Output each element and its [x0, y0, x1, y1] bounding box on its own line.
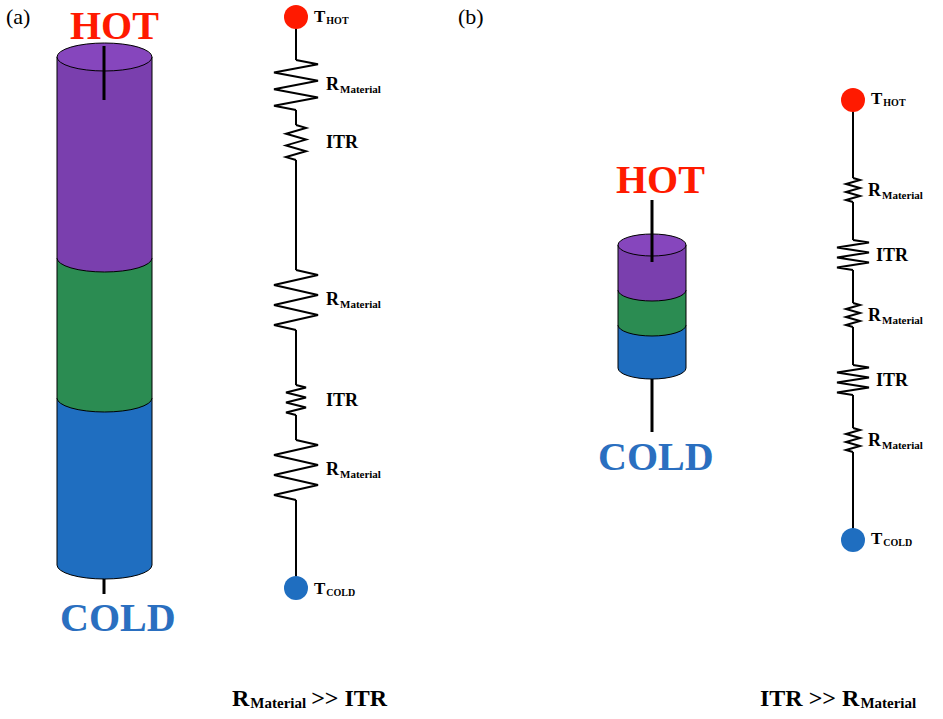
- node-symbol: T: [314, 580, 325, 597]
- wire: [852, 270, 854, 303]
- subscript: Material: [340, 299, 381, 310]
- temperature-node: [841, 528, 865, 552]
- subscript: HOT: [326, 16, 348, 26]
- resistance-label: ITR: [876, 246, 908, 264]
- wire: [852, 452, 854, 540]
- resistor-symbol: [837, 240, 869, 270]
- subscript: Material: [882, 315, 923, 326]
- node-symbol: T: [871, 90, 882, 107]
- resistance-label: R: [326, 460, 339, 478]
- wire: [852, 202, 854, 240]
- resistance-label: ITR: [326, 133, 358, 151]
- subscript: Material: [882, 440, 923, 451]
- subscript: COLD: [883, 538, 912, 548]
- caption-text: ITR >> R: [760, 686, 859, 710]
- resistor-symbol: [846, 428, 860, 452]
- wire: [852, 327, 854, 365]
- temperature-node: [284, 576, 308, 600]
- resistance-label: R: [868, 181, 881, 199]
- subscript: Material: [340, 469, 381, 480]
- layered-cylinder: [57, 43, 152, 594]
- end-label: HOT: [70, 6, 159, 46]
- subscript: Material: [882, 190, 923, 201]
- wire: [295, 500, 297, 588]
- end-label: HOT: [616, 160, 705, 200]
- resistance-label: R: [868, 431, 881, 449]
- subscript: HOT: [883, 98, 905, 108]
- wire: [295, 330, 297, 385]
- node-symbol: T: [871, 530, 882, 547]
- wire: [295, 415, 297, 440]
- resistor-symbol: [274, 60, 318, 110]
- temperature-node: [284, 5, 308, 29]
- caption-text: >> ITR: [311, 686, 387, 710]
- resistor-symbol: [286, 385, 306, 415]
- resistance-label: R: [868, 306, 881, 324]
- end-label: COLD: [60, 598, 176, 638]
- resistor-symbol: [286, 125, 306, 160]
- wire: [852, 395, 854, 428]
- subscript: Material: [250, 696, 306, 711]
- temperature-node: [841, 88, 865, 112]
- resistor-symbol: [274, 270, 318, 330]
- resistor-symbol: [846, 178, 860, 202]
- wire: [295, 110, 297, 125]
- panel-label: (b): [458, 6, 484, 28]
- resistance-label: ITR: [326, 391, 358, 409]
- subscript: COLD: [326, 588, 355, 598]
- resistor-symbol: [846, 303, 860, 327]
- resistor-network: [274, 5, 869, 600]
- caption-text: R: [232, 686, 249, 710]
- resistor-symbol: [274, 440, 318, 500]
- resistor-symbol: [837, 365, 869, 395]
- subscript: Material: [860, 696, 916, 711]
- resistance-label: R: [326, 75, 339, 93]
- panel-label: (a): [6, 6, 30, 28]
- resistance-label: R: [326, 290, 339, 308]
- resistance-label: ITR: [876, 371, 908, 389]
- layered-cylinder: [618, 200, 686, 432]
- node-symbol: T: [314, 8, 325, 25]
- end-label: COLD: [598, 437, 714, 477]
- wire: [295, 160, 297, 270]
- subscript: Material: [340, 84, 381, 95]
